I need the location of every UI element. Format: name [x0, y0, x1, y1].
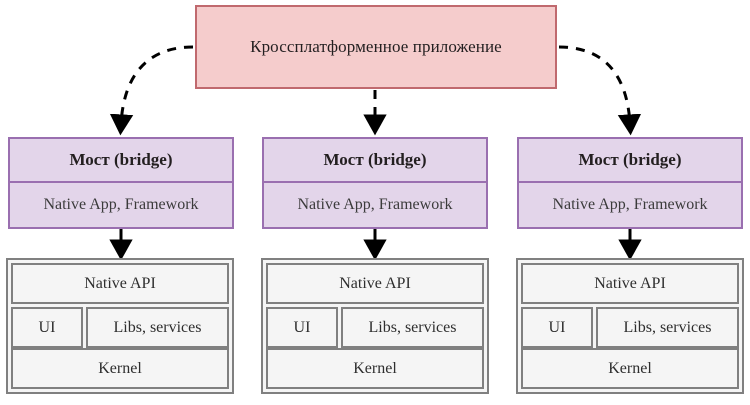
ui-libs-row-2: UI Libs, services — [266, 307, 484, 348]
libs-services-cell-1: Libs, services — [86, 307, 229, 348]
ui-cell-3: UI — [521, 307, 593, 348]
libs-services-cell-3: Libs, services — [596, 307, 739, 348]
ui-libs-row-1: UI Libs, services — [11, 307, 229, 348]
native-api-row-3: Native API — [521, 263, 739, 304]
native-stack-1: Native API UI Libs, services Kernel — [6, 258, 234, 394]
bridge-title-2: Мост (bridge) — [264, 139, 486, 183]
bridge-title-1: Мост (bridge) — [10, 139, 232, 183]
native-api-row-1: Native API — [11, 263, 229, 304]
ui-cell-2: UI — [266, 307, 338, 348]
cross-platform-app-box: Кроссплатформенное приложение — [195, 5, 557, 89]
bridge-title-3: Мост (bridge) — [519, 139, 741, 183]
dashed-arrow-to-column-3 — [558, 45, 642, 136]
kernel-row-2: Kernel — [266, 348, 484, 389]
bridge-subtitle-1: Native App, Framework — [43, 196, 199, 213]
bridge-box-3: Мост (bridge) Native App, Framework — [517, 137, 743, 229]
native-api-row-2: Native API — [266, 263, 484, 304]
dashed-arrow-to-column-1 — [109, 45, 194, 136]
native-stack-3: Native API UI Libs, services Kernel — [516, 258, 744, 394]
cross-platform-app-label: Кроссплатформенное приложение — [250, 37, 502, 56]
kernel-row-1: Kernel — [11, 348, 229, 389]
kernel-row-3: Kernel — [521, 348, 739, 389]
ui-cell-1: UI — [11, 307, 83, 348]
bridge-subtitle-2: Native App, Framework — [297, 196, 453, 213]
libs-services-cell-2: Libs, services — [341, 307, 484, 348]
bridge-subtitle-3: Native App, Framework — [552, 196, 708, 213]
native-stack-2: Native API UI Libs, services Kernel — [261, 258, 489, 394]
ui-libs-row-3: UI Libs, services — [521, 307, 739, 348]
bridge-box-1: Мост (bridge) Native App, Framework — [8, 137, 234, 229]
bridge-box-2: Мост (bridge) Native App, Framework — [262, 137, 488, 229]
